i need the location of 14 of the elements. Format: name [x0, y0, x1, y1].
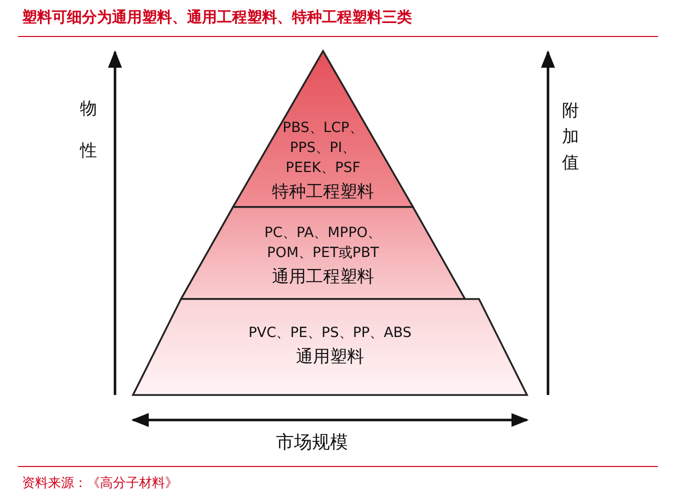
category-label: 通用塑料: [296, 346, 364, 368]
axis-label: 市场规模: [276, 431, 348, 454]
material-list: PBS、LCP、PPS、PI、PEEK、PSF: [268, 118, 378, 178]
category-label: 特种工程塑料: [272, 181, 374, 203]
axis-label: 物性: [80, 98, 98, 163]
source-note: 资料来源：《高分子材料》: [22, 475, 178, 492]
title: 塑料可细分为通用塑料、通用工程塑料、特种工程塑料三类: [22, 8, 412, 27]
material-list: PC、PA、MPPO、POM、PET或PBT: [248, 223, 398, 263]
axis-label: 附加值: [562, 100, 580, 175]
category-label: 通用工程塑料: [272, 266, 374, 288]
material-list: PVC、PE、PS、PP、ABS: [180, 323, 480, 343]
pyramid-tier: [233, 50, 413, 207]
pyramid-tier: [133, 299, 527, 395]
pyramid-tier: [181, 207, 465, 299]
